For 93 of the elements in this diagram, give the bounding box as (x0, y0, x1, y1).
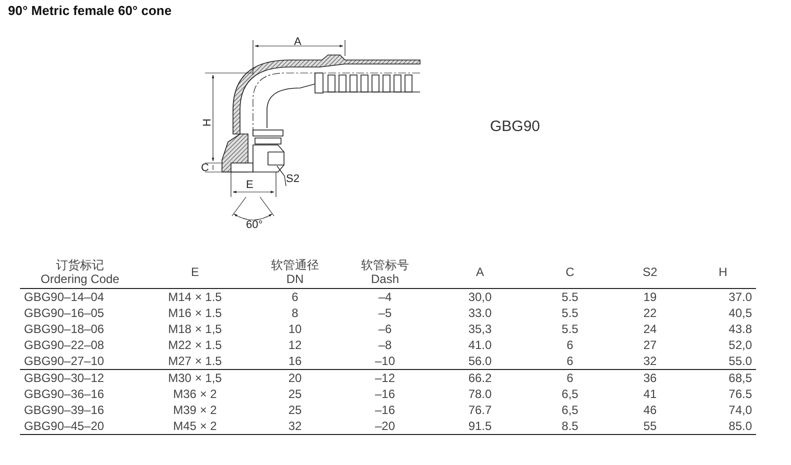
table-cell-text: 76.7 (468, 403, 492, 417)
table-cell-text: 56.0 (468, 354, 492, 368)
table-cell-text: M45 × 2 (173, 419, 217, 433)
table-cell-text: 32 (288, 419, 302, 433)
table-cell-text: M14 × 1.5 (168, 290, 222, 304)
table-cell-text: 55 (643, 419, 657, 433)
column-header: 软管标号 (360, 258, 410, 272)
table-cell-text: 6 (566, 338, 574, 352)
table-cell-text: 40,5 (728, 306, 752, 320)
table-cell-text: 8.5 (562, 419, 578, 433)
table-cell-text: 37.0 (728, 290, 752, 304)
model-label: GBG90 (490, 118, 540, 135)
table-cell-text: 20 (288, 371, 302, 385)
column-header: Ordering Code (40, 272, 120, 286)
table-cell-text: 27 (643, 338, 657, 352)
column-header: 软管通径 (270, 258, 320, 272)
table-cell-text: 30,0 (468, 290, 492, 304)
table-cell-text: GBG90–45–20 (24, 419, 104, 433)
table-cell-text: 6 (566, 354, 574, 368)
column-header: S2 (642, 265, 658, 279)
table-cell-text: –6 (378, 322, 392, 336)
table-cell-text: 22 (643, 306, 657, 320)
table-cell-text: GBG90–16–05 (24, 306, 104, 320)
table-cell-text: 74,0 (728, 403, 752, 417)
table-cell-text: M27 × 1.5 (168, 354, 222, 368)
table-cell-text: 25 (288, 387, 302, 401)
table-cell-text: 6,5 (562, 403, 578, 417)
table-cell-text: –5 (378, 306, 392, 320)
table-cell-text: –12 (374, 371, 396, 385)
leader-line (276, 166, 286, 186)
table-cell-text: 6 (292, 290, 298, 304)
table-cell-text: 5.5 (562, 306, 578, 320)
table-cell-text: 41 (643, 387, 657, 401)
table-cell-text: M39 × 2 (173, 403, 217, 417)
table-cell-text: GBG90–39–16 (24, 403, 104, 417)
dimension-label: 60° (246, 220, 263, 231)
table-cell-text: 46 (643, 403, 657, 417)
table-cell-text: 43.8 (728, 322, 752, 336)
table-cell-text: 78.0 (468, 387, 492, 401)
table-cell-text: 6,5 (562, 387, 578, 401)
dimension-label: E (246, 180, 254, 191)
table-cell-text: GBG90–22–08 (24, 338, 104, 352)
table-cell-text: 6 (566, 371, 574, 385)
table-cell-text: 19 (643, 290, 657, 304)
table-cell-text: 24 (643, 322, 657, 336)
table-cell-text: –10 (374, 354, 396, 368)
hex-nut (252, 144, 284, 172)
table-cell-text: M18 × 1,5 (168, 322, 222, 336)
table-cell-text: GBG90–30–12 (24, 371, 104, 385)
column-header: H (718, 265, 728, 279)
table-cell-text: 68,5 (728, 371, 752, 385)
column-header: DN (285, 272, 305, 286)
table-cell-text: 25 (288, 403, 302, 417)
table-cell-text: 10 (288, 322, 302, 336)
table-cell-text: –16 (374, 403, 396, 417)
table-cell-text: –16 (374, 387, 396, 401)
table-cell-text: 66.2 (468, 371, 492, 385)
table-cell-text: 5.5 (562, 322, 578, 336)
dimension-label: C (201, 163, 209, 174)
table-cell-text: 36 (643, 371, 657, 385)
table-cell-text: 12 (288, 338, 302, 352)
table-cell-text: M30 × 1,5 (168, 371, 222, 385)
column-header: 订货标记 (55, 258, 105, 272)
table-cell-text: 55.0 (728, 354, 752, 368)
dimension-label: S2 (286, 174, 300, 185)
table-cell-text: –4 (378, 290, 392, 304)
table-cell-text: 35,3 (468, 322, 492, 336)
table-cell-text: GBG90–36–16 (24, 387, 104, 401)
table-cell-text: 16 (288, 354, 302, 368)
table-cell-text: 33.0 (468, 306, 492, 320)
column-header: Dash (370, 272, 400, 286)
title: 90° Metric female 60° cone (8, 3, 172, 18)
column-header: C (564, 265, 576, 279)
table-cell-text: 52,0 (728, 338, 752, 352)
table-cell-text: 76.5 (728, 387, 752, 401)
table-cell-text: M22 × 1.5 (168, 338, 222, 352)
column-header: A (474, 265, 485, 279)
table-cell-text: 85.0 (728, 419, 752, 433)
table-cell-text: M16 × 1.5 (168, 306, 222, 320)
table-cell-text: –8 (378, 338, 392, 352)
dimension-label: A (294, 37, 302, 48)
table-cell-text: –20 (374, 419, 396, 433)
table-cell-text: GBG90–27–10 (24, 354, 104, 368)
table-cell-text: 5.5 (562, 290, 578, 304)
table-cell-text: GBG90–14–04 (24, 290, 104, 304)
table-cell-text: 91.5 (468, 419, 492, 433)
dimension-label: H (202, 118, 214, 126)
table-cell-text: 32 (643, 354, 657, 368)
table-cell-text: GBG90–18–06 (24, 322, 104, 336)
table-cell-text: 8 (292, 306, 298, 320)
table-cell-text: M36 × 2 (173, 387, 217, 401)
table-cell-text: 41.0 (468, 338, 492, 352)
column-header: E (190, 265, 200, 279)
